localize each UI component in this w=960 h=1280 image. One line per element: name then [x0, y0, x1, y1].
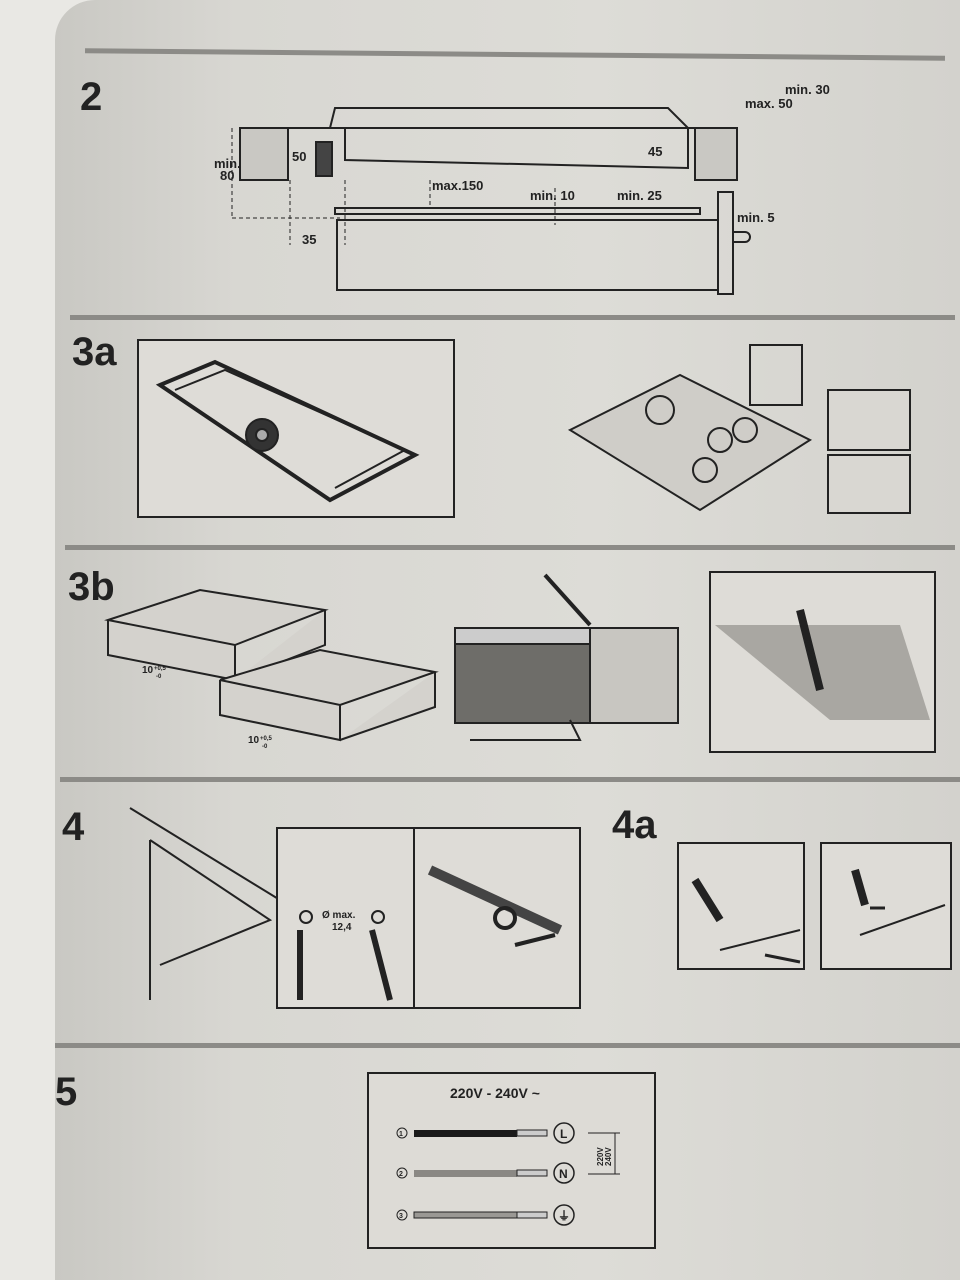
label-45: 45 — [648, 144, 662, 159]
span-label-240: 240V — [604, 1147, 613, 1166]
wire-row-1: 1 L — [396, 1122, 575, 1144]
wire-row-3: 3 ⏚ — [396, 1204, 575, 1226]
wiring-diagram: 220V - 240V ~ 1 L 2 N 3 ⏚ 220V 240V — [367, 1072, 656, 1249]
worktop-cutout-illustration: 10 +0,5 -0 10 +0,5 -0 — [104, 588, 439, 750]
worktop-right — [694, 127, 738, 181]
label-50: 50 — [292, 149, 306, 164]
label-35: 35 — [302, 232, 316, 247]
step-number-3a: 3a — [72, 330, 117, 374]
label-min30: min. 30 — [785, 82, 830, 97]
diameter-value: 12,4 — [332, 922, 352, 933]
divider — [70, 315, 955, 320]
hob-cross-section-diagram: min. 30 max. 50 50 45 min. 80 max.150 mi… — [214, 82, 830, 295]
voltage-title: 220V - 240V ~ — [450, 1085, 540, 1101]
gas-connection-illustration: Ø max. 12,4 — [129, 807, 581, 1009]
terminal-label: N — [559, 1167, 568, 1181]
silicone-application-illustration: SILICONE — [709, 571, 936, 753]
label-min80: min. — [214, 156, 241, 171]
label-80: 80 — [220, 168, 234, 183]
step-number-4a: 4a — [612, 803, 657, 847]
label-max150: max.150 — [432, 178, 483, 193]
worktop-left — [239, 127, 289, 181]
wire-row-2: 2 N — [396, 1162, 575, 1184]
label-min10: min. 10 — [530, 188, 575, 203]
step-number-5: 5 — [55, 1070, 78, 1114]
divider — [65, 545, 955, 550]
label-min25: min. 25 — [617, 188, 662, 203]
silicone-section-illustration — [454, 573, 679, 741]
span-label-220: 220V — [596, 1147, 605, 1166]
wire-index: 2 — [399, 1171, 403, 1178]
tolerance-minus: -0 — [262, 744, 268, 750]
diameter-label: Ø max. — [322, 910, 356, 921]
hob-underside-illustration — [567, 344, 911, 514]
tolerance-plus: +0,5 — [154, 666, 167, 672]
step-number-2: 2 — [80, 75, 103, 119]
tolerance-label: 10 — [248, 735, 260, 746]
gas-elbow-icon — [315, 141, 333, 177]
earth-icon: ⏚ — [558, 1209, 570, 1223]
divider — [60, 777, 960, 782]
step-number-3b: 3b — [68, 565, 115, 609]
wrench-tighten-illustration — [677, 842, 952, 970]
seal-strip-illustration — [137, 339, 455, 518]
label-max50: max. 50 — [745, 96, 793, 111]
wire-index: 3 — [399, 1213, 403, 1220]
tolerance-plus: +0,5 — [260, 736, 273, 742]
wire-index: 1 — [399, 1131, 403, 1138]
terminal-label: L — [560, 1127, 567, 1141]
tolerance-minus: -0 — [156, 674, 162, 680]
label-min5: min. 5 — [737, 210, 775, 225]
divider — [55, 1043, 960, 1048]
step-number-4: 4 — [62, 805, 85, 849]
tolerance-label: 10 — [142, 665, 154, 676]
